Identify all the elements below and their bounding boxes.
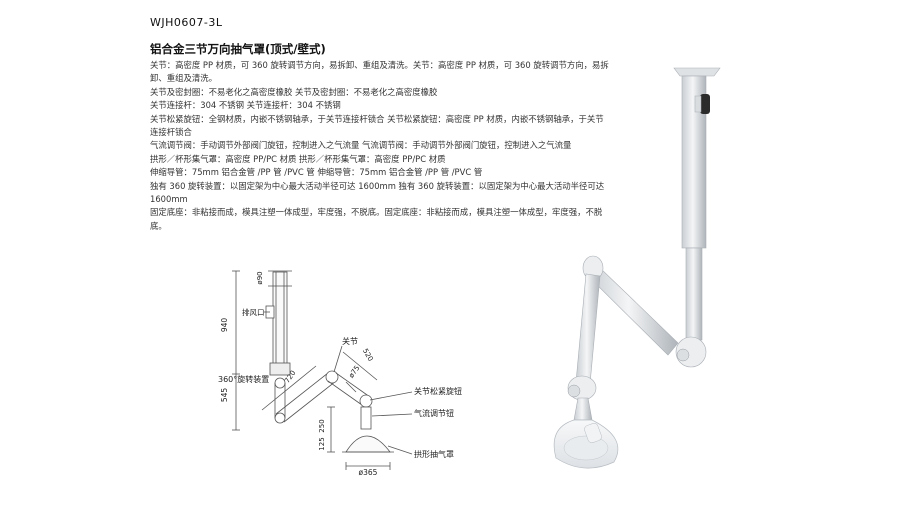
hood-neck [573, 397, 593, 421]
leader-line [371, 413, 413, 417]
arm-segment [327, 372, 371, 406]
dim-label-250: 250 [318, 419, 326, 432]
spec-item: 关节：高密度 PP 材质，可 360 旋转调节方向，易拆卸、重组及清洗。关节：高… [150, 60, 609, 84]
label-joint-knob: 关节松紧旋钮 [414, 386, 462, 396]
spec-list: 关节：高密度 PP 材质，可 360 旋转调节方向，易拆卸、重组及清洗。关节：高… [150, 59, 610, 233]
product-title: 铝合金三节万向抽气罩(顶式/壁式) [150, 42, 326, 56]
dim-label-545: 545 [220, 388, 229, 403]
dim-label-940: 940 [220, 318, 229, 333]
lower-arm [575, 273, 601, 385]
leader-line [369, 391, 413, 401]
label-exhaust-port: 排风口 [242, 307, 265, 317]
dim-line-720 [261, 365, 317, 411]
label-joint: 关节 [342, 336, 358, 346]
dim-line-520 [342, 351, 378, 381]
spec-item: 关节及密封圈：不易老化之高密度橡胶 关节及密封圈：不易老化之高密度橡胶 [150, 86, 438, 97]
hood-neck [360, 406, 372, 430]
exhaust-outlet [700, 94, 710, 114]
dim-label-d90: ø90 [256, 271, 264, 284]
leader-line [387, 445, 413, 455]
rotation-device [269, 362, 291, 376]
joint-circle [325, 370, 339, 384]
ceiling-mount [673, 67, 721, 77]
spec-item: 固定底座：非粘接而成，模具注塑一体成型，牢度强，不脱底。固定底座：非粘接而成，模… [150, 207, 603, 231]
spec-item: 关节松紧旋钮：全钢材质，内嵌不锈钢轴承，于关节连接杆锁合 关节松紧旋钮：高密度 … [150, 113, 604, 138]
spec-item: 伸缩导管：75mm 铝合金管 /PP 管 /PVC 管 伸缩导管：75mm 铝合… [150, 167, 483, 178]
dim-label-d365: ø365 [359, 468, 378, 477]
lower-column [685, 247, 703, 341]
product-model: WJH0607-3L [150, 16, 223, 29]
label-rotation-device: 360°旋转装置 [218, 374, 269, 384]
spec-item: 关节连接杆：304 不锈钢 关节连接杆：304 不锈钢 [150, 100, 341, 111]
leader-line [333, 345, 343, 373]
label-arch-hood: 拱形抽气罩 [414, 449, 454, 459]
arm-segment [274, 383, 286, 418]
spec-item: 独有 360 旋转装置：以固定架为中心最大活动半径可达 1600mm 独有 36… [150, 180, 605, 205]
airflow-valve [584, 423, 602, 443]
spec-item: 拱形／杯形集气罩：高密度 PP/PC 材质 拱形／杯形集气罩：高密度 PP/PC… [150, 153, 446, 164]
spec-item: 气流调节阀：手动调节外部阀门旋钮，控制进入之气流量 气流调节阀：手动调节外部阀门… [150, 140, 572, 151]
label-airflow-knob: 气流调节钮 [414, 408, 454, 418]
arm-segment [275, 372, 337, 423]
dim-label-125: 125 [318, 437, 326, 450]
upper-arm [587, 265, 679, 356]
